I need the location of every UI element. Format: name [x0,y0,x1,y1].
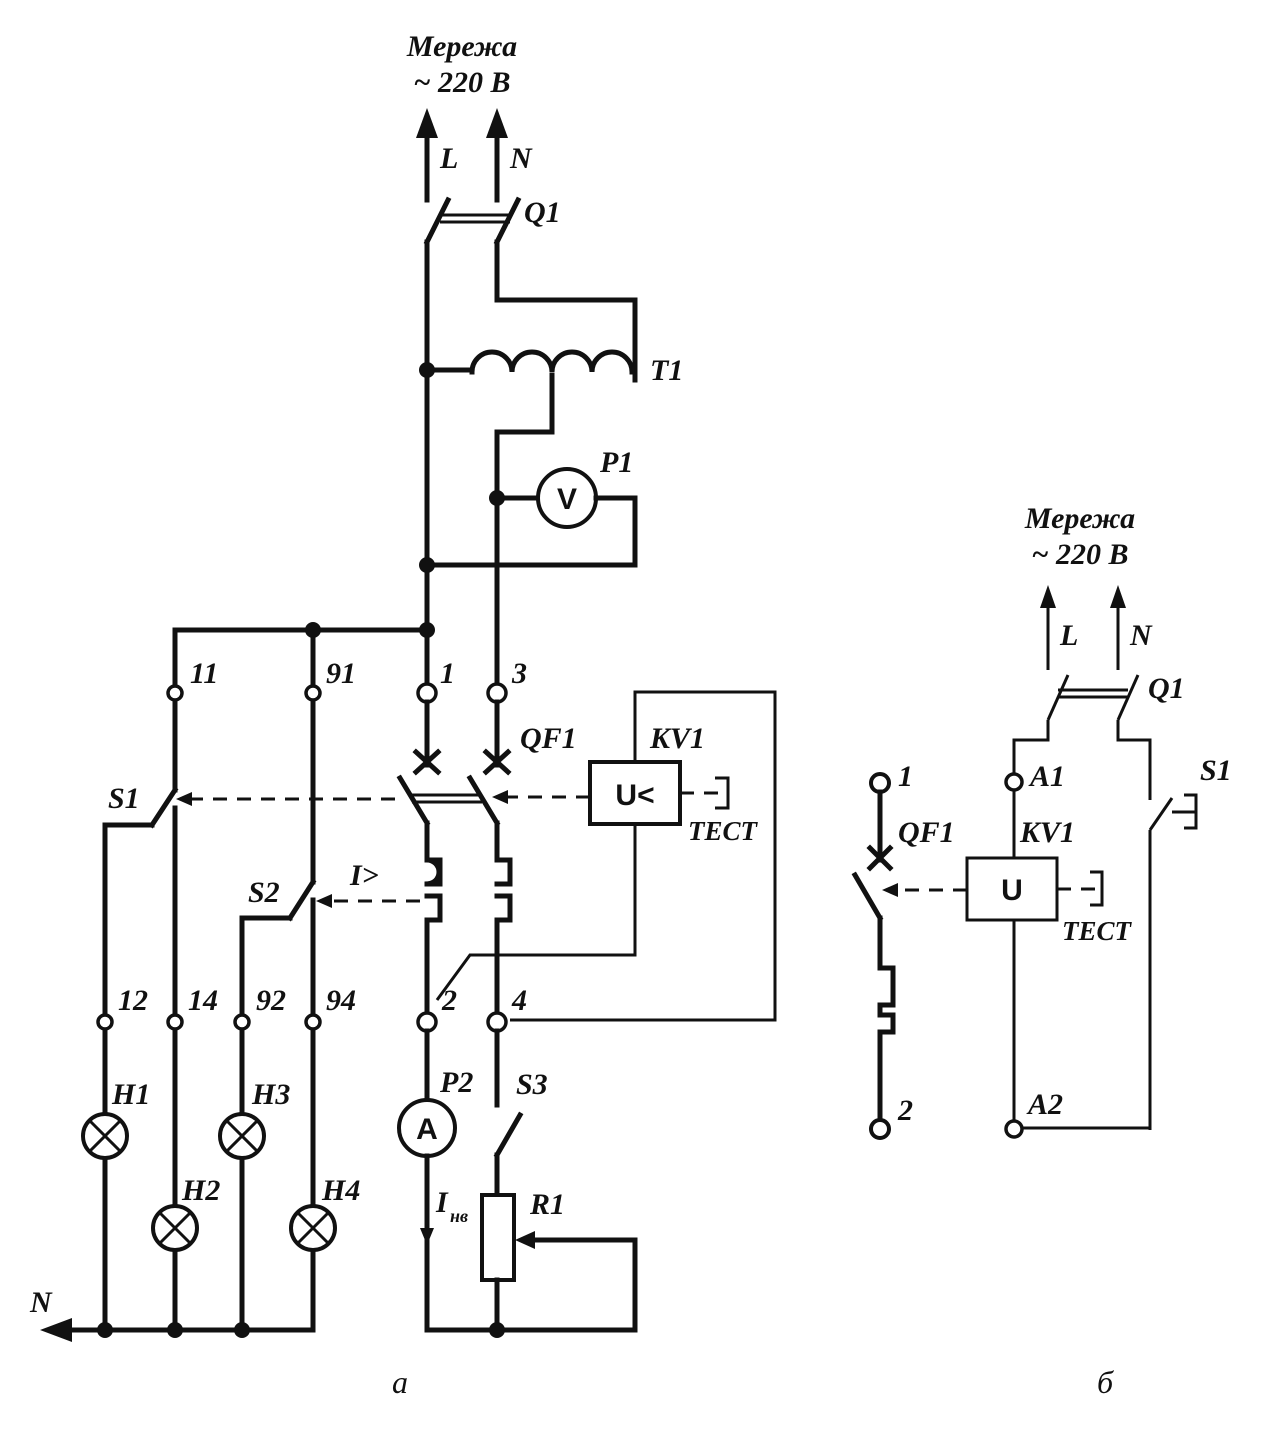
wire-n-to-t1 [494,239,638,383]
label-s1: S1 [108,782,140,815]
label-p1: P1 [599,446,633,479]
label-kv1-b: KV1 [1019,816,1075,849]
switch-s1-b [1148,780,1198,1130]
contact-s1 [102,699,179,1018]
label-p2: P2 [439,1066,473,1099]
line-l-arrow [416,108,438,203]
label-94: 94 [326,984,356,1017]
label-n: N [509,142,533,175]
label-l: L [439,142,458,175]
label-1: 1 [440,657,455,690]
line-n-arrow [486,108,508,203]
label-2: 2 [441,984,457,1017]
label-2-b: 2 [897,1094,913,1127]
label-a1: A1 [1028,760,1065,793]
label-h4: H4 [321,1174,360,1207]
terminal-3 [486,682,508,704]
terminal-92 [233,1013,251,1031]
label-s3: S3 [516,1068,548,1101]
caption-a: а [392,1364,408,1400]
terminal-a1 [1004,772,1024,792]
diagram-a: Мережа ~ 220 В L N Q1 [29,30,777,1400]
label-current-sub: нв [450,1206,468,1226]
switch-q1-b [1012,674,1152,780]
label-qf1: QF1 [520,722,577,755]
label-current-i: I [435,1186,449,1219]
terminal-2 [416,1011,438,1033]
transformer-t1 [419,349,635,378]
label-h2: H2 [181,1174,220,1207]
breaker-qf1-contacts [396,699,512,827]
relay-symbol-u-less: U< [615,779,654,812]
label-a2: A2 [1026,1088,1063,1121]
label-92: 92 [256,984,286,1017]
diagram-b: Мережа ~ 220 В L N Q1 S1 [851,502,1232,1400]
node-313-630 [305,622,321,638]
lamp-h1-icon [81,1112,129,1160]
label-q1: Q1 [524,196,561,229]
network-label-a: Мережа [406,30,517,63]
label-l-b: L [1059,619,1078,652]
label-test-a: ТЕСТ [688,816,759,846]
terminal-91 [304,684,322,702]
network-label-b: Мережа [1024,502,1135,535]
neutral-arrow-icon [40,1318,72,1342]
network-voltage-b: ~ 220 В [1031,538,1128,571]
terminal-1 [416,682,438,704]
caption-b: б [1097,1364,1114,1400]
voltmeter-p1 [489,467,638,568]
label-t1: T1 [650,354,683,387]
label-14: 14 [188,984,218,1017]
label-91: 91 [326,657,356,690]
terminal-94 [304,1013,322,1031]
label-s2: S2 [248,876,280,909]
terminal-4 [486,1011,508,1033]
label-12: 12 [118,984,148,1017]
label-r1: R1 [529,1188,565,1221]
contact-s2 [239,699,317,1018]
label-qf1-b: QF1 [898,816,955,849]
label-h1: H1 [111,1078,150,1111]
label-s1-b: S1 [1200,754,1232,787]
breaker-qf1-b [851,772,896,1140]
label-q1-b: Q1 [1148,672,1185,705]
switch-q1 [423,196,522,253]
relay-symbol-u: U [1001,874,1023,907]
lamp-h3-icon [218,1112,266,1160]
label-test-b: ТЕСТ [1062,916,1133,946]
overcurrent-coils [424,820,513,1018]
label-3: 3 [511,657,527,690]
terminal-12 [96,1013,114,1031]
voltmeter-symbol: V [557,483,577,516]
resistor-r1 [480,1193,638,1333]
ammeter-symbol: A [416,1113,438,1146]
switch-s3 [493,1028,524,1198]
lamp-h4-icon [289,1204,337,1252]
label-4: 4 [511,984,527,1017]
label-11: 11 [190,657,218,690]
wire-bus-630 [172,627,430,693]
line-l-arrow-b [1040,585,1056,670]
label-n-b: N [1129,619,1153,652]
node-565 [419,557,435,573]
label-kv1: KV1 [649,722,705,755]
line-n-arrow-b [1110,585,1126,670]
ammeter-p2 [397,1028,457,1333]
label-h3: H3 [251,1078,290,1111]
terminal-14 [166,1013,184,1031]
node-427-630 [419,622,435,638]
label-overcurrent: I> [349,859,379,892]
wire-t1-tap [494,372,555,763]
lamp-h2-icon [151,1204,199,1252]
network-voltage-a: ~ 220 В [413,66,510,99]
label-neutral-n: N [29,1286,53,1319]
relay-kv1 [435,690,777,1022]
terminal-a2 [1004,1119,1024,1139]
label-1-b: 1 [898,760,913,793]
terminal-11 [166,684,184,702]
